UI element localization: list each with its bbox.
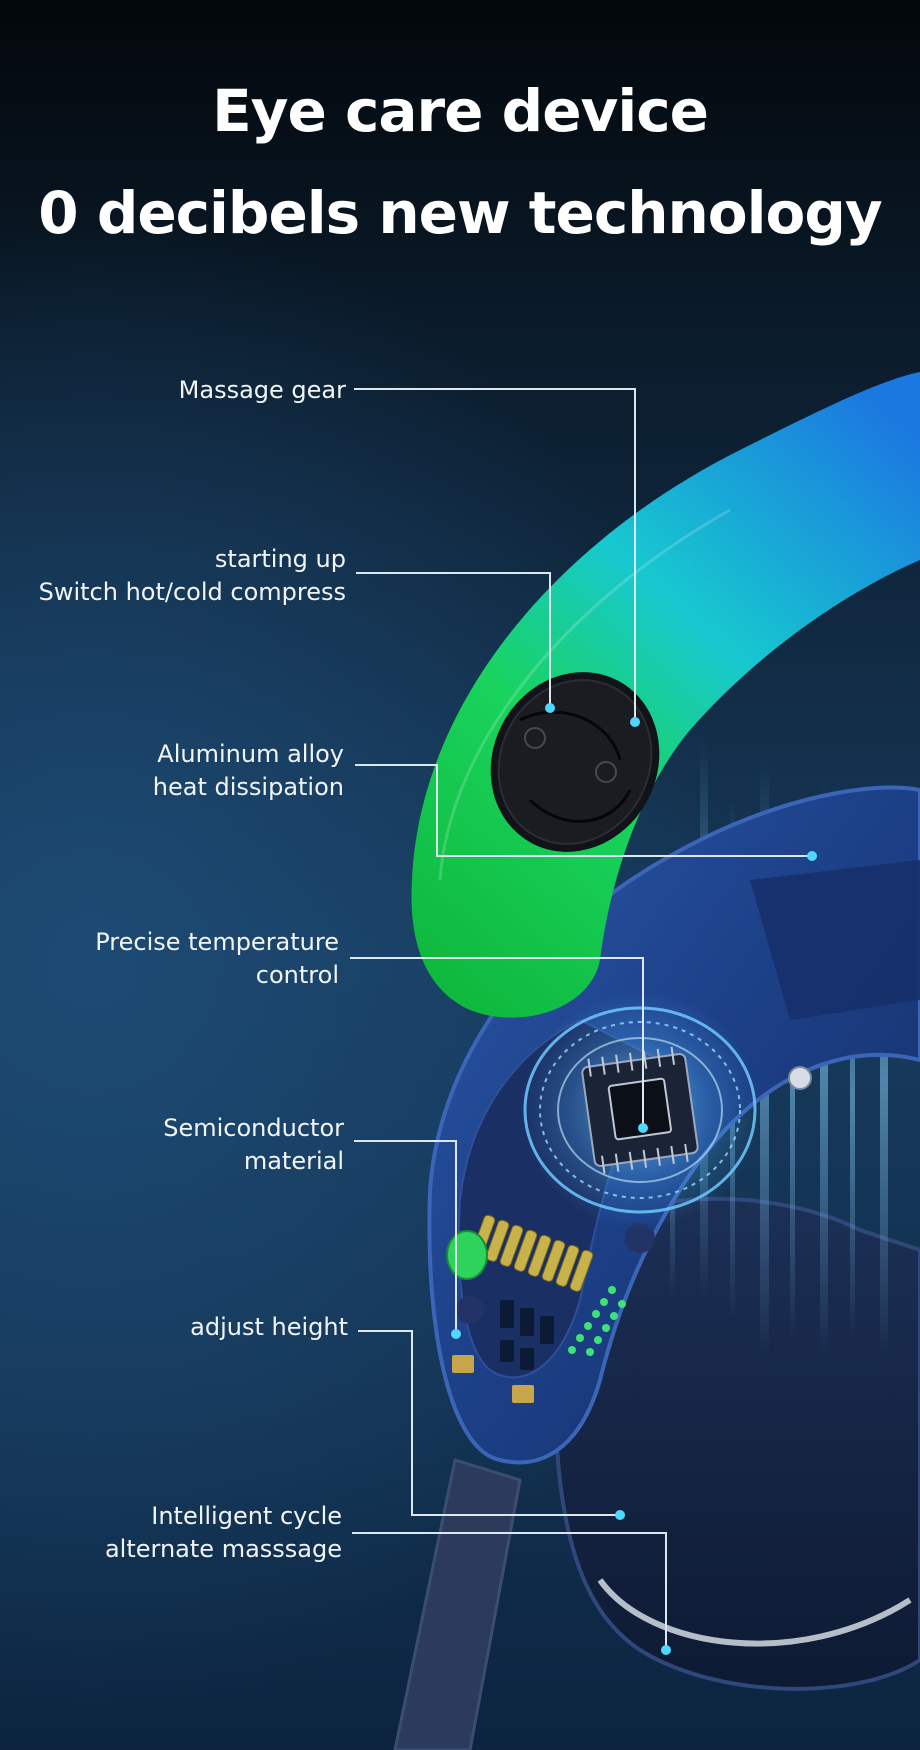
callout-line: alternate masssage (104, 1535, 342, 1563)
callout-line: Semiconductor (163, 1114, 344, 1142)
callout-temperature-control: Precise temperature control (95, 926, 339, 992)
callout-line: control (255, 961, 339, 989)
callout-intelligent-cycle: Intelligent cycle alternate masssage (105, 1500, 342, 1566)
callout-semiconductor: Semiconductor material (163, 1112, 344, 1178)
headline-title: Eye care device (212, 77, 709, 145)
callout-adjust-height: adjust height (190, 1311, 348, 1344)
processor-chip-icon (581, 1046, 699, 1174)
callout-line: Precise temperature (95, 928, 339, 956)
callout-line: Switch hot/cold compress (38, 578, 346, 606)
callout-line: material (243, 1147, 344, 1175)
head-strap (393, 1458, 522, 1750)
capacitor (446, 1230, 488, 1280)
callout-line: Aluminum alloy (157, 740, 344, 768)
callout-line: starting up (214, 545, 346, 573)
callout-line: adjust height (190, 1313, 348, 1341)
callout-line: Intelligent cycle (151, 1502, 342, 1530)
callout-aluminum-alloy: Aluminum alloy heat dissipation (153, 738, 344, 804)
callout-massage-gear: Massage gear (179, 374, 346, 407)
callout-line: Massage gear (178, 376, 346, 404)
headline-subtitle: 0 decibels new technology (38, 179, 882, 247)
callout-line: heat dissipation (152, 773, 344, 801)
callout-starting-up: starting up Switch hot/cold compress (39, 543, 346, 609)
